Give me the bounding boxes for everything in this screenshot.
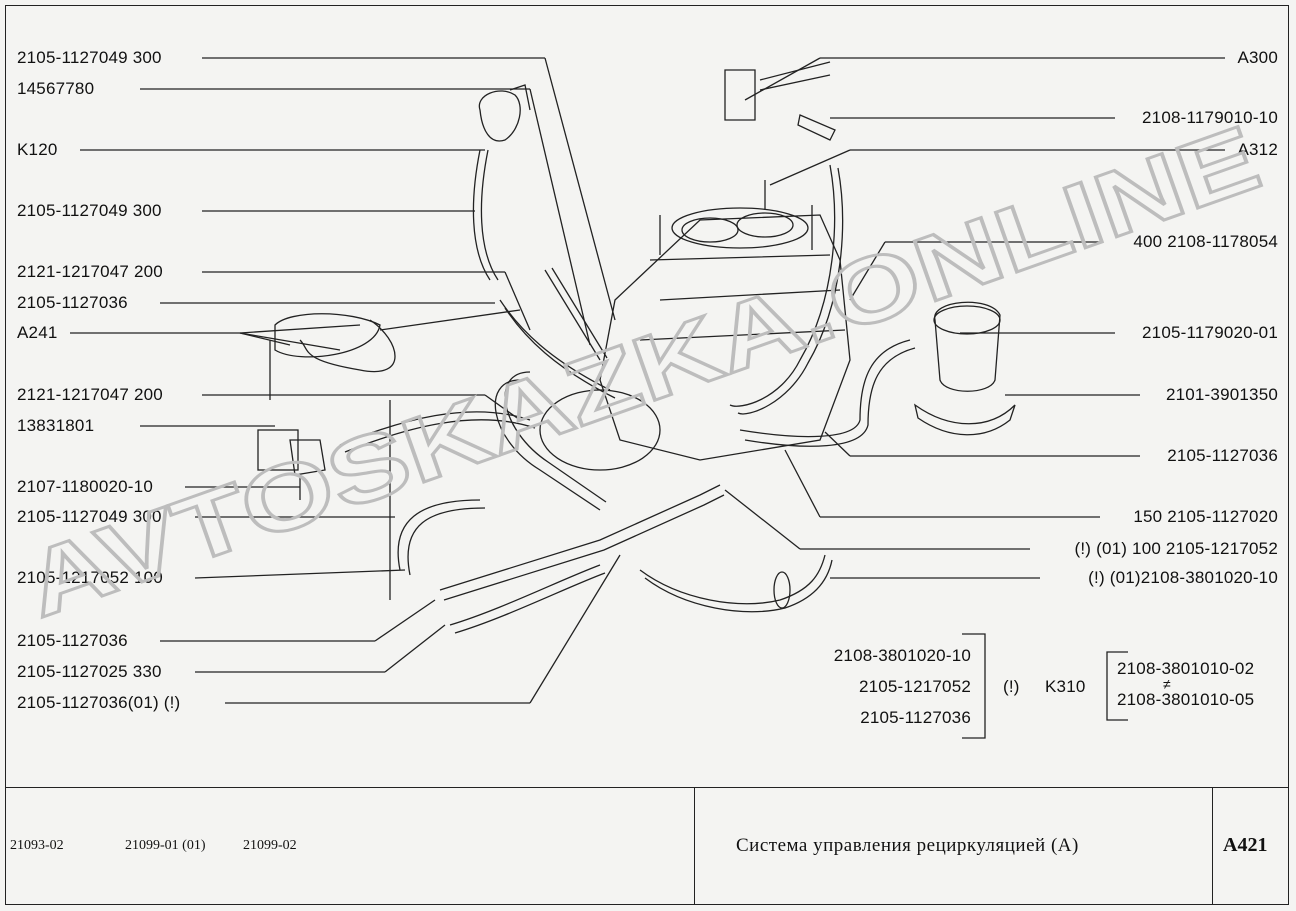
label-left-3: K120 bbox=[17, 140, 58, 159]
label-left-6: 2105-1127036 bbox=[17, 293, 128, 312]
kit-item-2: 2105-1217052 bbox=[858, 677, 971, 696]
label-right-4: 400 2108-1178054 bbox=[1133, 232, 1278, 251]
label-left-11: 2105-1127049 300 bbox=[17, 507, 162, 526]
label-left-10: 2107-1180020-10 bbox=[17, 477, 153, 496]
label-left-4: 2105-1127049 300 bbox=[17, 201, 162, 220]
label-left-15: 2105-1127036(01) (!) bbox=[17, 693, 181, 712]
footer-title: Система управления рециркуляцией (А) bbox=[736, 835, 1079, 856]
label-left-14: 2105-1127025 330 bbox=[17, 662, 162, 681]
label-right-8: 150 2105-1127020 bbox=[1133, 507, 1278, 526]
kit-item-3: 2105-1127036 bbox=[860, 708, 971, 727]
kit-item-1: 2108-3801020-10 bbox=[833, 646, 971, 665]
label-right-7: 2105-1127036 bbox=[1167, 446, 1278, 465]
footer-model-2: 21099-01 (01) bbox=[125, 838, 206, 853]
footer-model-1: 21093-02 bbox=[10, 838, 64, 853]
label-left-8: 2121-1217047 200 bbox=[17, 385, 163, 404]
kit-neq-symbol: ≠ bbox=[1163, 676, 1171, 692]
footer-divider bbox=[5, 787, 1289, 788]
label-left-7: A241 bbox=[17, 323, 58, 342]
kit-code: K310 bbox=[1045, 677, 1086, 696]
kit-variant-2: 2108-3801010-05 bbox=[1117, 690, 1255, 709]
footer-model-3: 21099-02 bbox=[243, 838, 297, 853]
label-left-2: 14567780 bbox=[17, 79, 95, 98]
label-right-10: (!) (01)2108-3801020-10 bbox=[1088, 568, 1278, 587]
kit-variant-1: 2108-3801010-02 bbox=[1117, 659, 1255, 678]
drawing-frame bbox=[5, 5, 1289, 905]
footer-divider-2 bbox=[1212, 787, 1213, 905]
label-right-1: A300 bbox=[1237, 48, 1278, 67]
label-right-9: (!) (01) 100 2105-1217052 bbox=[1074, 539, 1278, 558]
kit-mark: (!) bbox=[1003, 677, 1020, 696]
footer-code: A421 bbox=[1223, 834, 1268, 856]
label-right-2: 2108-1179010-10 bbox=[1142, 108, 1278, 127]
label-left-5: 2121-1217047 200 bbox=[17, 262, 163, 281]
label-right-5: 2105-1179020-01 bbox=[1142, 323, 1278, 342]
label-left-1: 2105-1127049 300 bbox=[17, 48, 162, 67]
footer-divider-1 bbox=[694, 787, 695, 905]
label-left-12: 2105-1217052 100 bbox=[17, 568, 163, 587]
label-right-6: 2101-3901350 bbox=[1165, 385, 1278, 404]
label-left-13: 2105-1127036 bbox=[17, 631, 128, 650]
label-right-3: A312 bbox=[1237, 140, 1278, 159]
label-left-9: 13831801 bbox=[17, 416, 95, 435]
